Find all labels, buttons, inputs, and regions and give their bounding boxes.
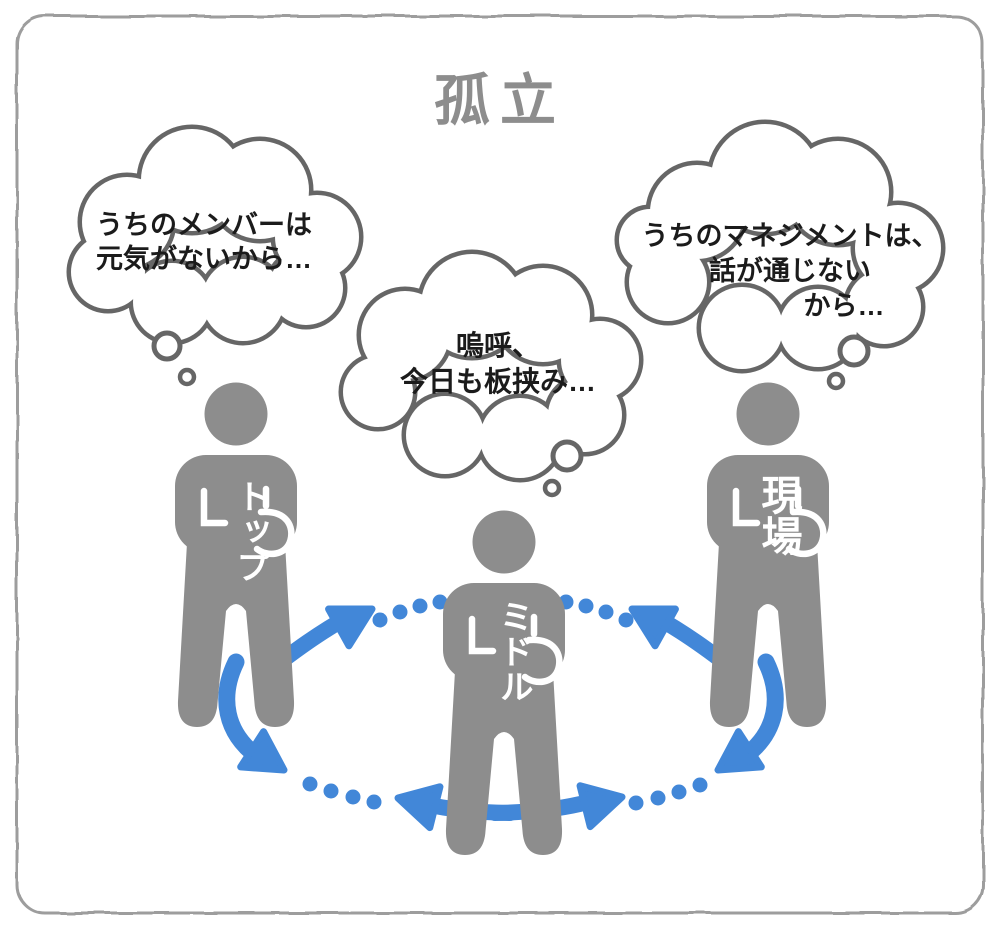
figure-label-middle: ミドル — [494, 599, 532, 704]
thought-line: 話が通じない — [709, 256, 871, 286]
thought-bubble-middle — [338, 249, 644, 498]
bubble-tail-dot — [837, 334, 871, 368]
thought-text-right: うちのマネジメントは、 話が通じない から… — [632, 219, 948, 324]
thought-line: 元気がないから… — [96, 244, 312, 274]
thought-bubble-right — [614, 119, 946, 391]
arrow-bottom-center-right — [487, 782, 626, 831]
arrow-bottom-right-curve — [714, 653, 784, 774]
arrow-bottom-left-curve — [218, 653, 288, 774]
figure-label-top: トップ — [231, 479, 269, 584]
figure-label-field: 現場 — [755, 474, 801, 556]
thought-line: から… — [803, 291, 885, 321]
arrow-top-right — [628, 605, 729, 668]
thought-text-middle: 嗚呼、 今日も板挟み… — [350, 328, 646, 400]
arrow-top-left — [275, 605, 376, 668]
bubble-tail-dot — [542, 478, 562, 498]
dotted-arc-bottom-right — [628, 777, 708, 811]
thought-line: 嗚呼、 — [455, 330, 540, 361]
frame-border — [15, 14, 985, 915]
dotted-arc-top — [372, 594, 634, 628]
page-title: 孤立 — [434, 69, 566, 132]
bubble-tail-dot — [151, 330, 183, 362]
bubble-tail-dot — [826, 371, 846, 391]
dotted-arc-bottom-left — [302, 776, 382, 810]
thought-line: うちのマネジメントは、 — [641, 221, 939, 251]
thought-text-left: うちのメンバーは 元気がないから… — [58, 208, 350, 276]
bubble-tail-dot — [550, 439, 584, 473]
thought-bubble-left — [66, 124, 364, 387]
bubble-tail-dot — [177, 367, 197, 387]
thought-line: うちのメンバーは — [96, 210, 312, 240]
thought-line: 今日も板挟み… — [399, 366, 596, 397]
